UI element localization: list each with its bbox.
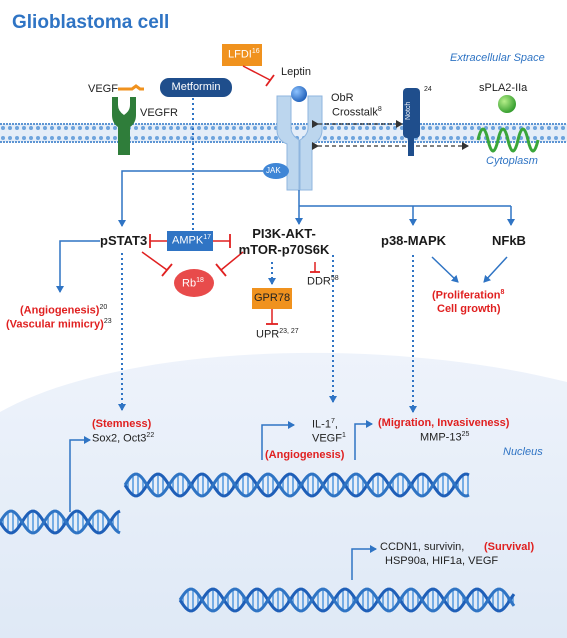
proliferation-outcome: (Proliferation8 (432, 289, 505, 302)
cell-growth-outcome: Cell growth) (437, 303, 501, 315)
lfdi-box (222, 44, 262, 66)
notch-ref: 24 (424, 86, 432, 93)
leptin-icon (291, 86, 307, 102)
sox2-label: Sox2, Oct322 (92, 432, 155, 445)
spla2-label: sPLA2-IIa (479, 82, 528, 94)
p38-label: p38-MAPK (381, 233, 447, 248)
vegfr-label: VEGFR (140, 107, 178, 119)
extracellular-label: Extracellular Space (450, 52, 545, 64)
mmp13-label: MMP-1325 (420, 431, 470, 444)
dna-helix-icon (123, 472, 470, 498)
nfkb-label: NFkB (492, 233, 526, 248)
gpr78-label: GPR78 (254, 292, 291, 304)
survival-outcome: (Survival) (484, 541, 535, 553)
pstat3-label: pSTAT3 (100, 233, 148, 248)
rb-label: Rb18 (182, 277, 204, 290)
spla2-icon (498, 95, 516, 113)
obr-label: ObR (331, 92, 354, 104)
metformin-box (160, 78, 232, 97)
dna-helix-icon (178, 587, 516, 613)
angiogenesis-outcome: (Angiogenesis)20 (20, 304, 108, 317)
ccdn1-label: CCDN1, survivin, (380, 541, 465, 553)
ampk-box (167, 231, 213, 251)
gpr78-box (252, 288, 292, 309)
notch-receptor-icon (403, 88, 420, 156)
jak-icon (263, 163, 289, 179)
diagram-title: Glioblastoma cell (12, 12, 170, 33)
pi3k-label-line1: PI3K-AKT- (252, 226, 316, 241)
vegf-nucleus-label: VEGF1 (312, 432, 346, 445)
jak-label: JAK (266, 166, 281, 175)
dna-helix-icon (0, 509, 121, 535)
rb-icon (174, 269, 214, 297)
nucleus-label: Nucleus (503, 446, 543, 458)
pi3k-label-line2: mTOR-p70S6K (238, 242, 330, 257)
cytoplasm-label: Cytoplasm (486, 155, 538, 167)
migration-outcome: (Migration, Invasiveness) (378, 417, 510, 429)
leptin-label: Leptin (281, 66, 311, 78)
lfdi-label: LFDI16 (228, 48, 260, 61)
spla2-wave-icon (476, 127, 540, 153)
vegfr-receptor-icon (112, 97, 136, 155)
il1-label: IL-17, (312, 418, 338, 431)
hsp90-label: HSP90a, HIF1a, VEGF (385, 555, 499, 567)
ddr-label: DDR58 (307, 275, 339, 288)
ampk-label: AMPK17 (172, 234, 211, 247)
stemness-outcome: (Stemness) (92, 418, 152, 430)
vascular-mimicry-outcome: (Vascular mimicry)23 (6, 318, 112, 331)
metformin-label: Metformin (171, 81, 221, 93)
vegf-ligand-icon (118, 84, 144, 91)
angiogenesis2-outcome: (Angiogenesis) (265, 449, 345, 461)
nucleus-region (0, 352, 567, 638)
crosstalk-label: Crosstalk8 (332, 106, 382, 119)
notch-label: Notch (405, 101, 412, 120)
vegf-label: VEGF (88, 83, 118, 95)
upr-label: UPR23, 27 (256, 328, 299, 341)
